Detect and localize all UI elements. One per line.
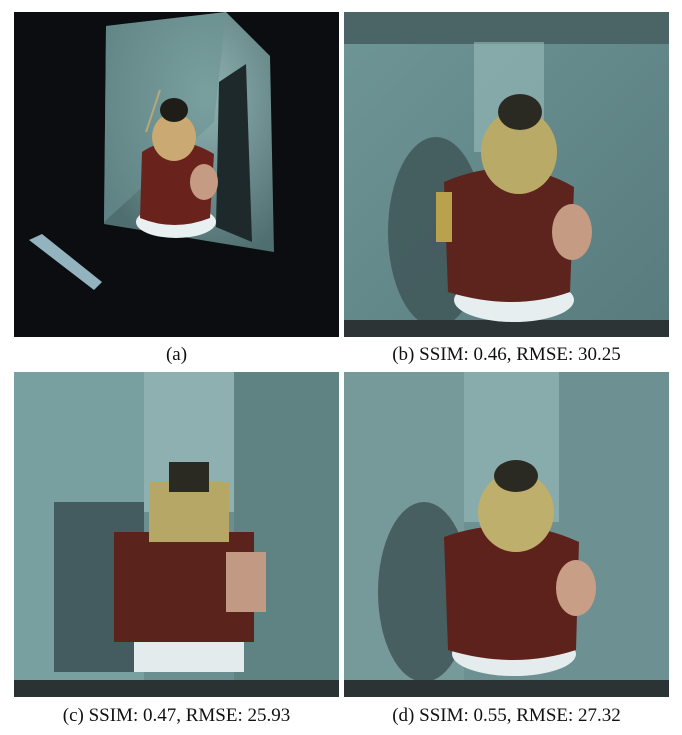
reconstruction-b-image xyxy=(344,12,669,337)
reconstruction-c-image xyxy=(14,372,339,697)
image-panel-a xyxy=(14,12,339,337)
reconstruction-d-image xyxy=(344,372,669,697)
caption-d: (d) SSIM: 0.55, RMSE: 27.32 xyxy=(392,705,621,726)
image-panel-c xyxy=(14,372,339,697)
caption-b: (b) SSIM: 0.46, RMSE: 30.25 xyxy=(392,344,621,365)
caption-c: (c) SSIM: 0.47, RMSE: 25.93 xyxy=(62,705,291,726)
image-panel-b xyxy=(344,12,669,337)
image-panel-d xyxy=(344,372,669,697)
scene-a-image xyxy=(14,12,339,337)
caption-a: (a) xyxy=(165,344,188,365)
